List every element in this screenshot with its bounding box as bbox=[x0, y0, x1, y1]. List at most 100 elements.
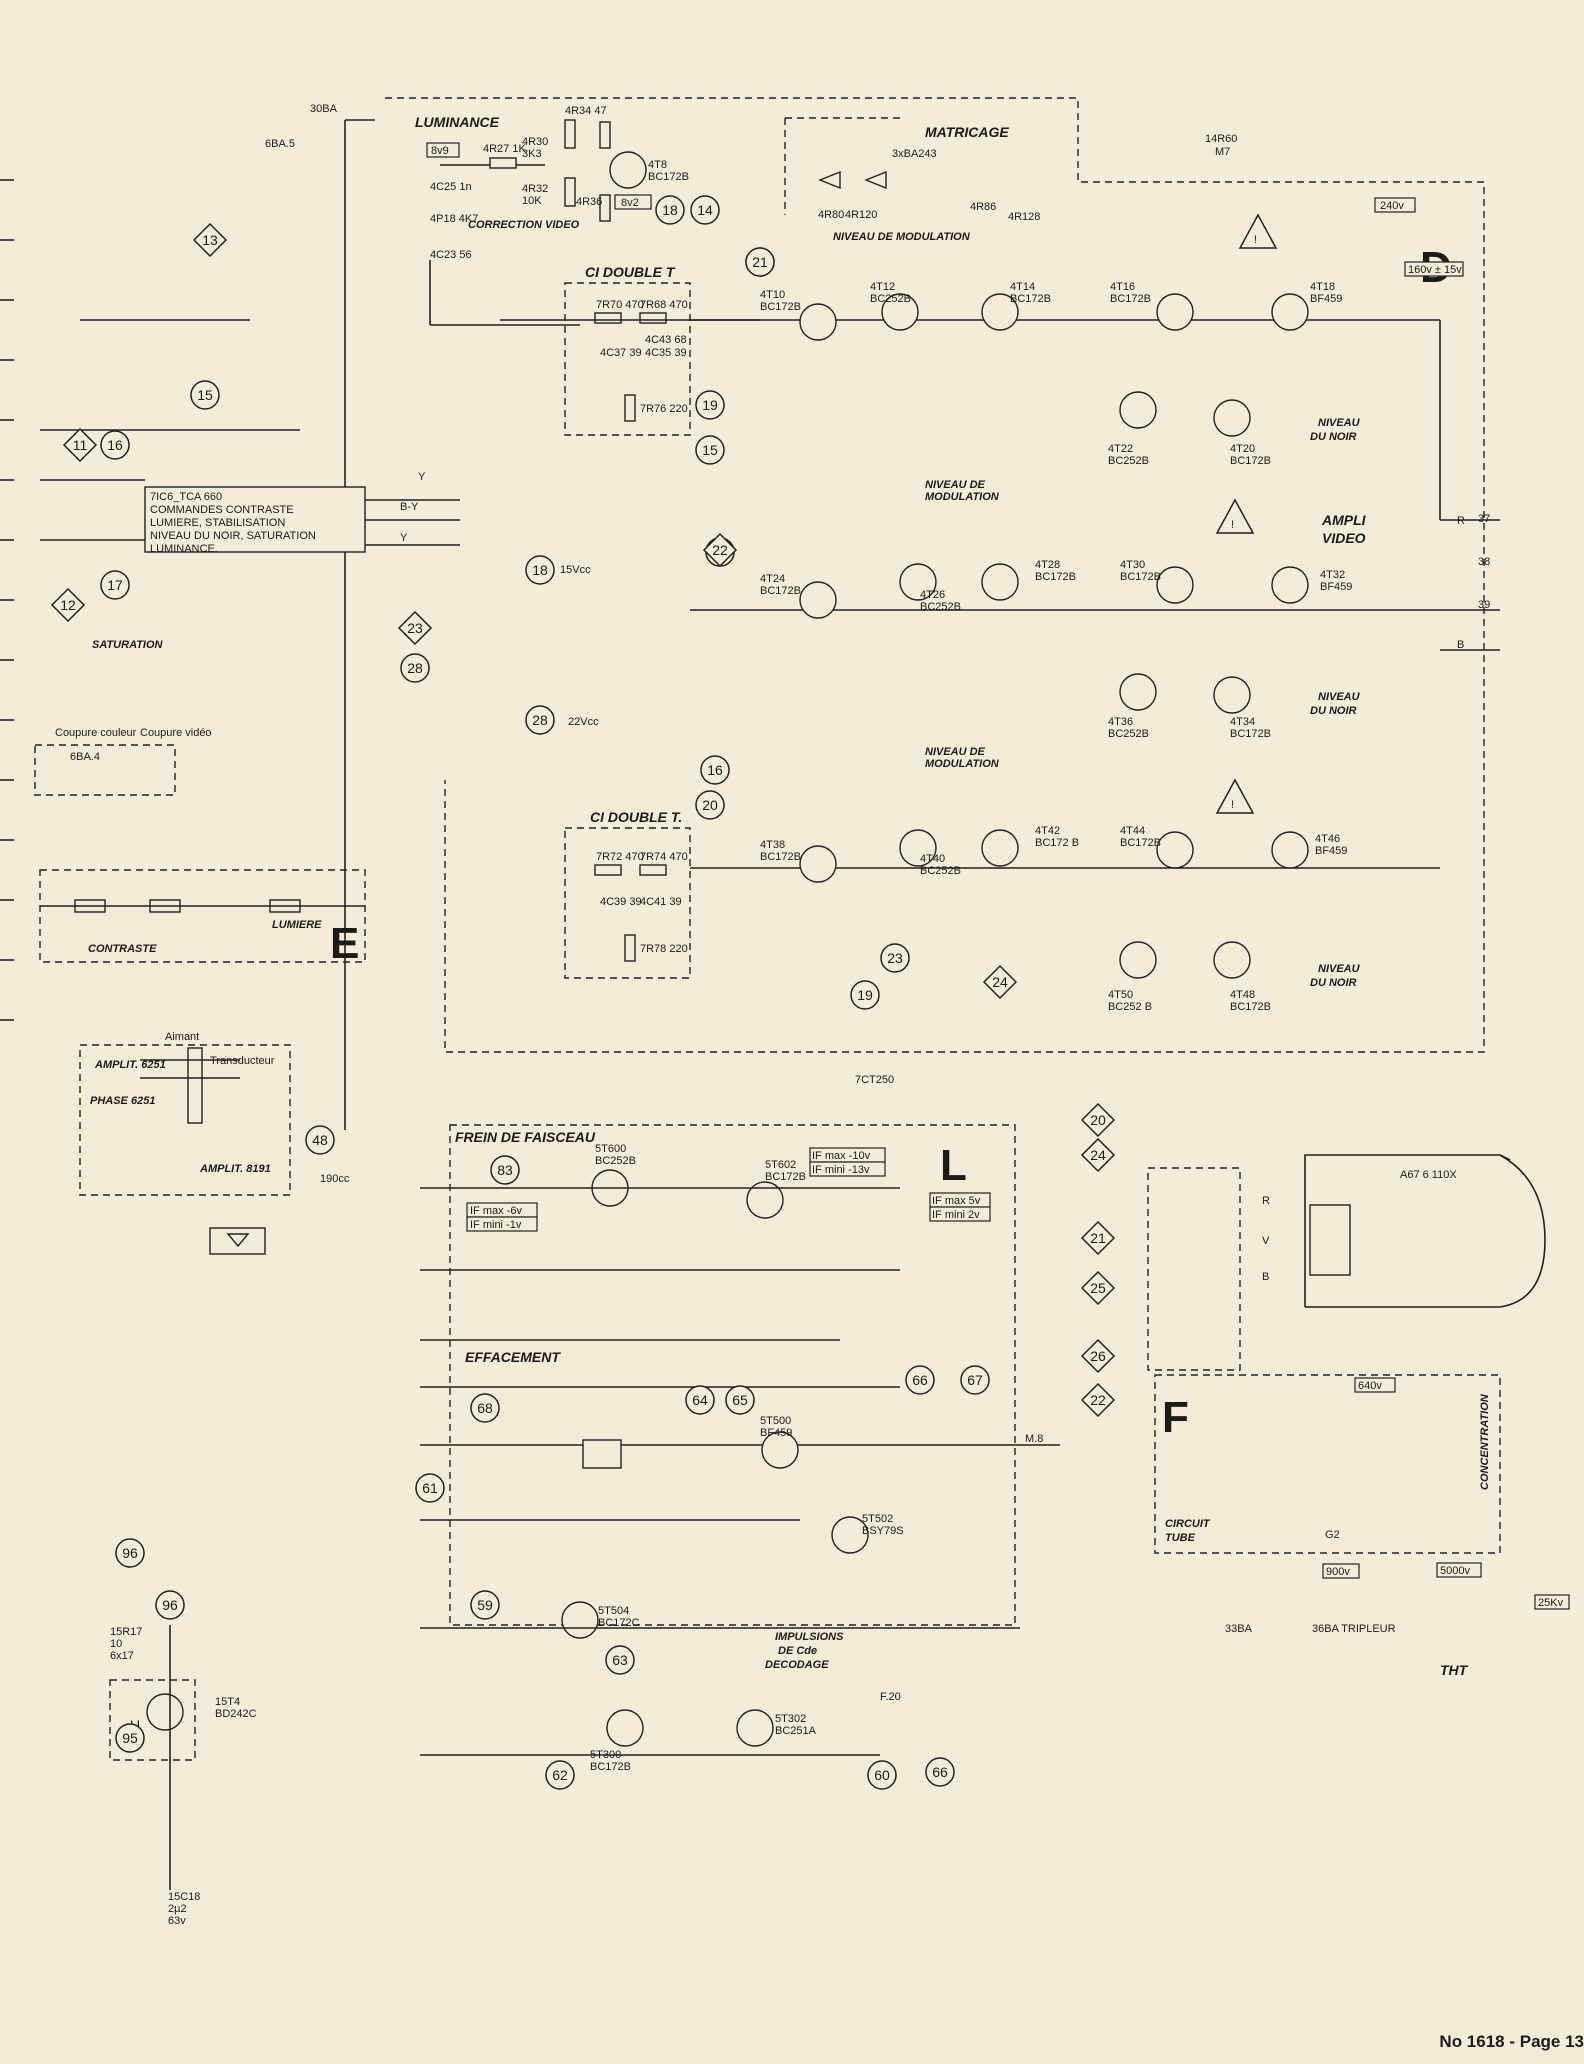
svg-text:4T32: 4T32 bbox=[1320, 569, 1345, 581]
svg-text:BC172B: BC172B bbox=[1010, 293, 1051, 305]
svg-text:4T44: 4T44 bbox=[1120, 825, 1145, 837]
ref-circle-label: 15 bbox=[197, 387, 213, 403]
svg-text:M7: M7 bbox=[1215, 146, 1230, 158]
svg-text:4T28: 4T28 bbox=[1035, 559, 1060, 571]
svg-text:4C35 39: 4C35 39 bbox=[645, 347, 687, 359]
svg-text:IMPULSIONS: IMPULSIONS bbox=[775, 1631, 844, 1643]
ref-circle-marker: 96 bbox=[155, 1590, 185, 1620]
svg-text:BC172B: BC172B bbox=[760, 301, 801, 313]
svg-text:39: 39 bbox=[1478, 599, 1490, 611]
ref-circle-label: 23 bbox=[887, 950, 903, 966]
svg-text:G2: G2 bbox=[1325, 1529, 1340, 1541]
svg-text:NIVEAU: NIVEAU bbox=[1318, 417, 1361, 429]
ref-circle-label: 20 bbox=[702, 797, 718, 813]
svg-text:!: ! bbox=[1231, 799, 1234, 811]
svg-text:4T16: 4T16 bbox=[1110, 281, 1135, 293]
svg-text:AMPLIT. 8191: AMPLIT. 8191 bbox=[199, 1163, 271, 1175]
ref-diamond-marker: 24 bbox=[982, 964, 1018, 1000]
svg-text:CIRCUIT: CIRCUIT bbox=[1165, 1518, 1211, 1530]
svg-text:NIVEAU: NIVEAU bbox=[1318, 963, 1361, 975]
svg-text:!: ! bbox=[1254, 234, 1257, 246]
ref-diamond-marker: 26 bbox=[1080, 1338, 1116, 1374]
svg-text:14R60: 14R60 bbox=[1205, 133, 1237, 145]
svg-text:4R128: 4R128 bbox=[1008, 211, 1040, 223]
svg-text:BC172B: BC172B bbox=[760, 851, 801, 863]
svg-text:Coupure vidéo: Coupure vidéo bbox=[140, 727, 212, 739]
svg-text:4C41 39: 4C41 39 bbox=[640, 896, 682, 908]
ref-circle-marker: 15 bbox=[190, 380, 220, 410]
svg-text:4T36: 4T36 bbox=[1108, 716, 1133, 728]
ref-circle-marker: 64 bbox=[685, 1385, 715, 1415]
ref-circle-marker: 48 bbox=[305, 1125, 335, 1155]
svg-text:4R30: 4R30 bbox=[522, 136, 548, 148]
svg-text:L: L bbox=[940, 1141, 967, 1190]
svg-text:4R27 1K: 4R27 1K bbox=[483, 143, 526, 155]
svg-text:33BA: 33BA bbox=[1225, 1623, 1253, 1635]
svg-text:BC172B: BC172B bbox=[1230, 1001, 1271, 1013]
svg-text:25Kv: 25Kv bbox=[1538, 1597, 1564, 1609]
svg-text:B: B bbox=[1262, 1271, 1269, 1283]
ref-circle-label: 68 bbox=[477, 1400, 493, 1416]
svg-text:BC172B: BC172B bbox=[1110, 293, 1151, 305]
svg-text:4T8: 4T8 bbox=[648, 159, 667, 171]
svg-text:4T50: 4T50 bbox=[1108, 989, 1133, 1001]
ref-diamond-marker: 24 bbox=[1080, 1137, 1116, 1173]
ref-diamond-label: 21 bbox=[1090, 1230, 1106, 1246]
svg-text:AMPLI: AMPLI bbox=[1321, 512, 1367, 528]
svg-text:15R17: 15R17 bbox=[110, 1626, 142, 1638]
ref-diamond-label: 11 bbox=[73, 437, 88, 453]
svg-text:AMPLIT. 6251: AMPLIT. 6251 bbox=[94, 1059, 166, 1071]
svg-text:CONTRASTE: CONTRASTE bbox=[88, 943, 157, 955]
svg-text:3K3: 3K3 bbox=[522, 148, 542, 160]
svg-text:MODULATION: MODULATION bbox=[925, 491, 1000, 503]
svg-text:BC252B: BC252B bbox=[1108, 455, 1149, 467]
svg-text:BC172B: BC172B bbox=[1120, 571, 1161, 583]
ref-diamond-label: 26 bbox=[1090, 1348, 1106, 1364]
ref-circle-label: 60 bbox=[874, 1767, 890, 1783]
ref-circle-label: 19 bbox=[857, 987, 873, 1003]
svg-text:R: R bbox=[1262, 1195, 1270, 1207]
svg-text:LUMINANCE.: LUMINANCE. bbox=[150, 543, 218, 555]
ref-circle-marker: 17 bbox=[100, 570, 130, 600]
svg-text:BC172B: BC172B bbox=[765, 1171, 806, 1183]
svg-text:4R80: 4R80 bbox=[818, 209, 844, 221]
ref-circle-label: 18 bbox=[532, 562, 548, 578]
svg-text:BC172B: BC172B bbox=[1120, 837, 1161, 849]
ref-circle-marker: 28 bbox=[400, 653, 430, 683]
ref-circle-marker: 14 bbox=[690, 195, 720, 225]
ref-diamond-marker: 20 bbox=[1080, 1102, 1116, 1138]
svg-text:640v: 640v bbox=[1358, 1380, 1382, 1392]
ref-diamond-label: 12 bbox=[60, 597, 76, 613]
svg-text:B: B bbox=[1457, 639, 1464, 651]
ref-diamond-marker: 13 bbox=[192, 222, 228, 258]
svg-text:4T42: 4T42 bbox=[1035, 825, 1060, 837]
svg-text:15Vcc: 15Vcc bbox=[560, 564, 591, 576]
svg-text:4T26: 4T26 bbox=[920, 589, 945, 601]
svg-text:BC252B: BC252B bbox=[920, 601, 961, 613]
ref-circle-marker: 61 bbox=[415, 1473, 445, 1503]
svg-text:EFFACEMENT: EFFACEMENT bbox=[465, 1349, 561, 1365]
svg-text:4C23 56: 4C23 56 bbox=[430, 249, 472, 261]
svg-text:4C43 68: 4C43 68 bbox=[645, 334, 687, 346]
circuit-tube-section: F CIRCUIT TUBE CONCENTRATION A67 6 110X … bbox=[1147, 1154, 1570, 1678]
svg-text:4R32: 4R32 bbox=[522, 183, 548, 195]
svg-text:4T14: 4T14 bbox=[1010, 281, 1035, 293]
ref-circle-label: 18 bbox=[662, 202, 678, 218]
ref-circle-label: 95 bbox=[122, 1730, 138, 1746]
svg-text:4T34: 4T34 bbox=[1230, 716, 1255, 728]
svg-text:4R34 47: 4R34 47 bbox=[565, 105, 607, 117]
ref-diamond-label: 24 bbox=[992, 974, 1008, 990]
ref-diamond-marker: 11 bbox=[62, 427, 98, 463]
svg-text:7R78 220: 7R78 220 bbox=[640, 943, 688, 955]
ref-circle-marker: 96 bbox=[115, 1538, 145, 1568]
svg-text:IF mini -1v: IF mini -1v bbox=[470, 1219, 522, 1231]
svg-text:BF459: BF459 bbox=[1315, 845, 1347, 857]
ref-diamond-marker: 22 bbox=[1080, 1382, 1116, 1418]
ref-circle-label: 16 bbox=[107, 437, 123, 453]
svg-text:BC251A: BC251A bbox=[775, 1725, 817, 1737]
block-e: E CONTRASTE LUMIERE bbox=[39, 869, 366, 968]
ref-circle-label: 64 bbox=[692, 1392, 708, 1408]
